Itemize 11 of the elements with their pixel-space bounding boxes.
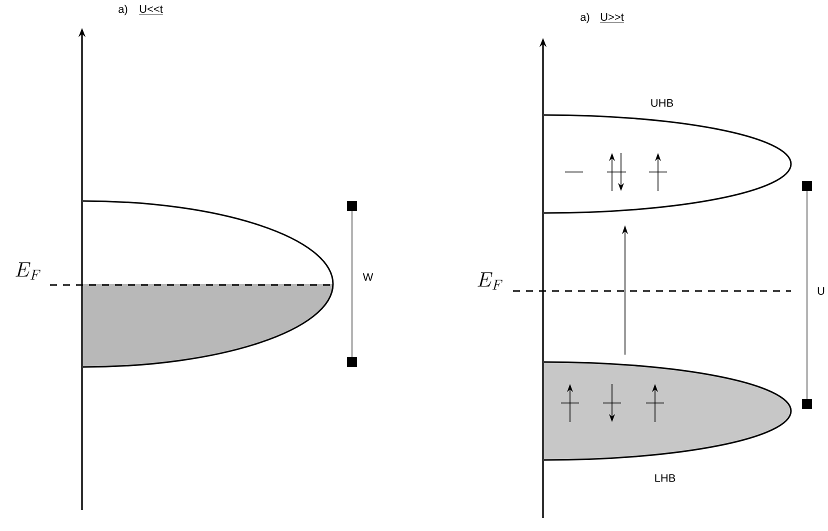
panel-label: a) [580, 12, 590, 24]
fermi-energy-label: $E_F$ [16, 262, 40, 280]
energy-band: LHB [543, 361, 792, 482]
dimension-label: W [362, 273, 374, 281]
panel-label: a) [118, 4, 128, 16]
fermi-energy-label: $E_F$ [478, 272, 502, 290]
energy-band: UHB [544, 99, 792, 214]
dimension-label: U [818, 287, 824, 295]
energy-band [82, 200, 334, 368]
case-label: U<<t [138, 5, 164, 14]
case-label: U>>t [600, 13, 624, 22]
